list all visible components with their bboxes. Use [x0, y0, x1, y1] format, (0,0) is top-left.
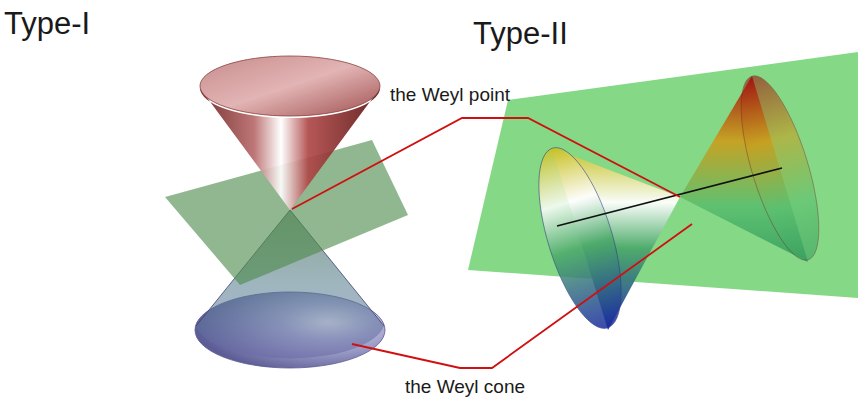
panel-title: Type-I: [4, 6, 90, 42]
upper-cone: [200, 56, 380, 210]
tilted-cone: [522, 139, 680, 337]
leader-line: [352, 224, 692, 368]
tilted-cone: [680, 68, 835, 268]
energy-plane: [468, 52, 858, 298]
callout-label: the Weyl point: [390, 84, 510, 106]
momentum-axis: [557, 168, 782, 226]
callout-label: the Weyl cone: [405, 376, 525, 398]
panel-title: Type-II: [473, 16, 568, 52]
leader-line: [292, 118, 680, 209]
